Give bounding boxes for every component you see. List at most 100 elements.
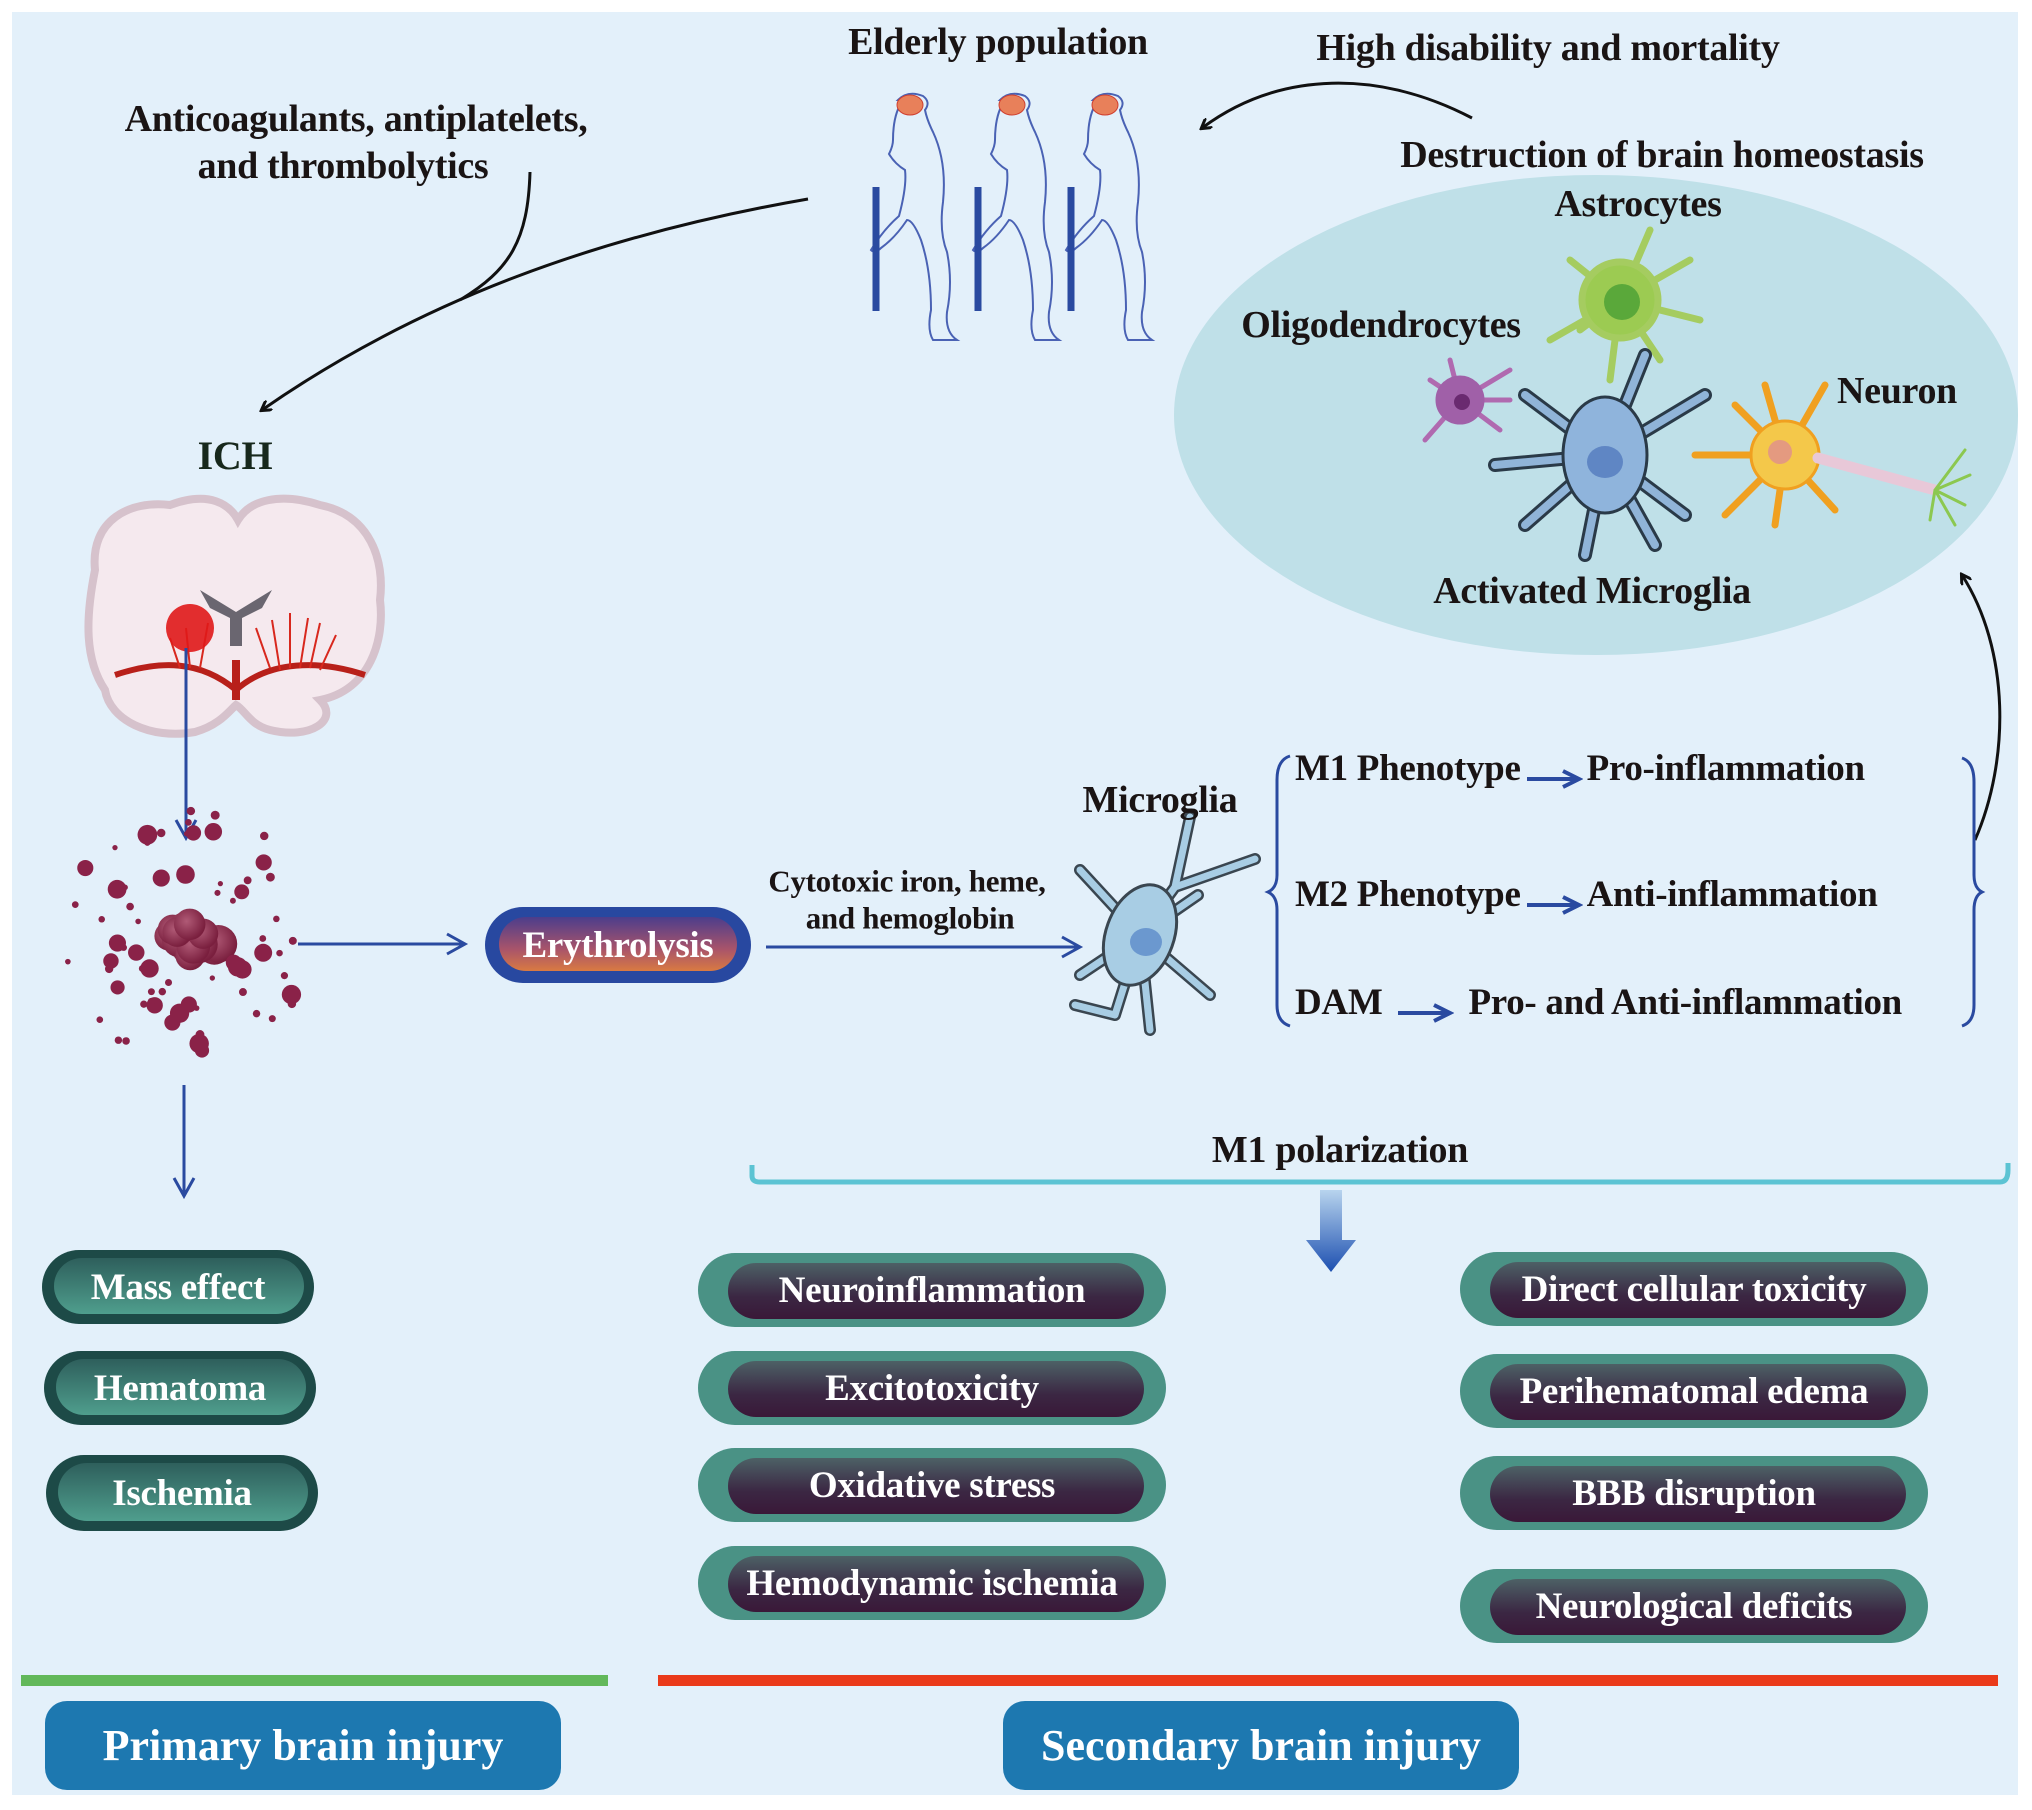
primary-section-bar xyxy=(21,1675,608,1686)
red-blood-cell xyxy=(114,1036,123,1044)
erythrolysis-pill: Erythrolysis xyxy=(485,907,751,983)
elderly-population-icon xyxy=(869,92,1156,341)
red-blood-cell xyxy=(164,978,173,987)
astrocyte-cell-icon xyxy=(1546,226,1704,384)
red-blood-cell xyxy=(140,1000,148,1008)
red-blood-cell xyxy=(217,881,223,887)
hematoma-red-blood-cells-icon xyxy=(65,806,302,1058)
red-blood-cell xyxy=(98,916,105,923)
red-blood-cell xyxy=(156,828,166,838)
red-blood-cell xyxy=(189,1033,209,1054)
red-blood-cell xyxy=(96,1016,104,1024)
drugs-label-line2: and thrombolytics xyxy=(197,145,489,187)
primary-brain-injury-label: Primary brain injury xyxy=(45,1701,561,1790)
arrow-right-icon xyxy=(1396,993,1455,1023)
red-blood-cell xyxy=(229,897,236,904)
cytotoxic-label-line1: Cytotoxic iron, heme, xyxy=(768,863,1046,899)
destruction-label: Destruction of brain homeostasis xyxy=(1400,134,1924,176)
red-blood-cell xyxy=(243,876,252,885)
phenotype-effect: Pro- and Anti-inflammation xyxy=(1468,982,1902,1023)
red-blood-cell xyxy=(280,972,289,980)
red-blood-cell xyxy=(108,934,127,952)
red-blood-cell xyxy=(112,844,118,851)
red-blood-cell xyxy=(254,943,273,962)
red-blood-cell xyxy=(273,915,280,923)
phenotype-effect: Pro-inflammation xyxy=(1586,748,1865,789)
red-blood-cell xyxy=(268,1015,276,1023)
secondary-effect-pill: BBB disruption xyxy=(1460,1456,1928,1530)
red-blood-cell xyxy=(140,959,159,978)
red-blood-cell xyxy=(107,879,127,899)
secondary-effect-label: Perihematomal edema xyxy=(1519,1370,1869,1412)
activated-microglia-label: Activated Microglia xyxy=(1433,570,1751,612)
phenotype-name: M2 Phenotype xyxy=(1295,874,1521,915)
red-blood-cell xyxy=(252,1009,261,1018)
oligodendrocyte-cell-icon xyxy=(1422,357,1513,443)
phenotype-row-m1: M1 Phenotype Pro-inflammation xyxy=(1295,748,1865,789)
neuron-label: Neuron xyxy=(1837,370,1957,412)
secondary-effect-pill: Oxidative stress xyxy=(698,1448,1166,1522)
drugs-label-line1: Anticoagulants, antiplatelets, xyxy=(124,98,588,140)
red-blood-cell xyxy=(276,949,283,957)
secondary-effect-label: Hemodynamic ischemia xyxy=(746,1562,1118,1604)
red-blood-cell xyxy=(152,869,170,887)
red-blood-cell xyxy=(209,975,215,981)
red-blood-cell xyxy=(65,958,71,965)
arrow-right-icon xyxy=(1525,759,1584,789)
red-blood-cell xyxy=(183,831,189,837)
primary-effect-pill: Mass effect xyxy=(42,1250,314,1324)
red-blood-cell xyxy=(176,865,195,884)
activated-microglia-cell-icon xyxy=(1488,348,1712,562)
secondary-effect-pill: Neuroinflammation xyxy=(698,1253,1166,1327)
red-blood-cell xyxy=(204,823,223,841)
arrow-drugs-to-curve xyxy=(459,171,532,302)
red-blood-cell xyxy=(214,889,221,896)
red-blood-cell xyxy=(147,997,156,1006)
red-blood-cell xyxy=(210,810,220,820)
phenotype-name: DAM xyxy=(1295,982,1383,1023)
secondary-brain-injury-label: Secondary brain injury xyxy=(1003,1701,1519,1790)
red-blood-cell xyxy=(227,957,248,977)
red-blood-cell xyxy=(122,884,128,891)
secondary-effect-label: Direct cellular toxicity xyxy=(1521,1268,1867,1310)
secondary-effect-label: Neuroinflammation xyxy=(778,1269,1086,1311)
primary-effect-label: Ischemia xyxy=(112,1472,252,1514)
red-blood-cell xyxy=(255,854,272,871)
red-blood-cell xyxy=(158,987,167,996)
left-brace xyxy=(1264,754,1291,1028)
phenotype-row-dam: DAM Pro- and Anti-inflammation xyxy=(1295,982,1902,1023)
neuron-cell-icon xyxy=(1691,381,1972,529)
red-blood-cell xyxy=(180,996,197,1013)
secondary-effect-label: Oxidative stress xyxy=(808,1464,1056,1506)
microglia-label: Microglia xyxy=(1082,779,1238,821)
red-blood-cell xyxy=(122,1037,130,1045)
cytotoxic-label-line2: and hemoglobin xyxy=(805,900,1015,936)
red-blood-cell xyxy=(71,901,79,908)
phenotype-effect: Anti-inflammation xyxy=(1586,874,1878,915)
red-blood-cell xyxy=(260,831,269,841)
primary-effect-pill: Hematoma xyxy=(44,1351,316,1425)
secondary-effect-label: Excitotoxicity xyxy=(825,1367,1039,1409)
m1-polarization-bracket xyxy=(749,1163,2011,1185)
red-blood-cell xyxy=(195,1030,205,1039)
secondary-effect-pill: Perihematomal edema xyxy=(1460,1354,1928,1428)
right-brace xyxy=(1961,756,1986,1028)
red-blood-cell xyxy=(77,859,94,877)
ich-label: ICH xyxy=(197,433,273,478)
primary-effect-pill: Ischemia xyxy=(46,1455,318,1531)
red-blood-cell xyxy=(135,918,141,925)
red-blood-cell xyxy=(126,902,134,911)
high-disability-label: High disability and mortality xyxy=(1316,27,1780,69)
red-blood-cell xyxy=(234,884,250,900)
primary-effect-label: Mass effect xyxy=(90,1266,266,1308)
arrow-elderly-to-ich xyxy=(262,197,809,410)
red-blood-cell xyxy=(173,908,206,941)
red-blood-cell xyxy=(259,935,267,942)
phenotype-row-m2: M2 Phenotype Anti-inflammation xyxy=(1295,874,1878,915)
red-blood-cell xyxy=(134,952,141,959)
secondary-effect-label: BBB disruption xyxy=(1572,1472,1816,1514)
red-blood-cell xyxy=(137,824,158,845)
astrocytes-label: Astrocytes xyxy=(1554,183,1722,225)
brain-hemorrhage-icon xyxy=(84,494,385,738)
